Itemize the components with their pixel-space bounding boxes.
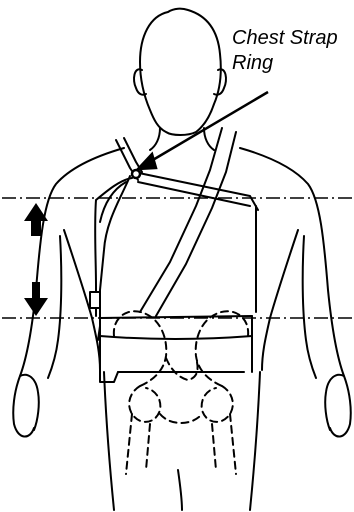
callout-arrowhead — [138, 154, 156, 169]
strap-buckle — [90, 292, 100, 308]
up-arrow-icon — [24, 203, 48, 236]
chest-strap-bottom — [138, 182, 250, 206]
pelvis-right-ilium — [196, 311, 248, 386]
hip-belt-left-flap — [100, 326, 118, 382]
femur-right-inner — [212, 424, 216, 470]
chest-strap-ring — [132, 170, 140, 178]
femur-right — [230, 414, 236, 474]
neck-right — [204, 128, 214, 150]
head-outline — [140, 9, 221, 135]
leg-gap — [178, 470, 182, 510]
neck-left — [150, 128, 160, 150]
right-hand — [325, 375, 344, 430]
femur-left-inner — [146, 424, 150, 470]
left-hand — [20, 375, 39, 430]
callout-label: Chest Strap Ring — [232, 26, 338, 76]
callout-arrow-line — [146, 92, 268, 164]
right-leg — [250, 372, 260, 510]
callout-label-line-2: Ring — [232, 51, 338, 76]
torso-right-side — [262, 230, 298, 370]
right-inner-arm — [303, 236, 316, 378]
left-inner-arm — [48, 236, 61, 378]
left-leg — [104, 372, 114, 510]
diagonal-strap-b — [156, 132, 236, 316]
pelvis-right-hip-socket — [202, 386, 233, 422]
down-arrow-icon — [24, 282, 48, 316]
pelvis-sacrum — [166, 358, 198, 380]
tether-strap — [98, 176, 130, 340]
femur-left — [126, 414, 132, 474]
hip-belt-bottom — [100, 336, 252, 339]
pelvis-lower-arch — [160, 414, 202, 423]
callout-label-line-1: Chest Strap — [232, 26, 338, 51]
pelvis-left-ilium — [114, 311, 166, 386]
pelvis-left-hip-socket — [129, 386, 160, 422]
